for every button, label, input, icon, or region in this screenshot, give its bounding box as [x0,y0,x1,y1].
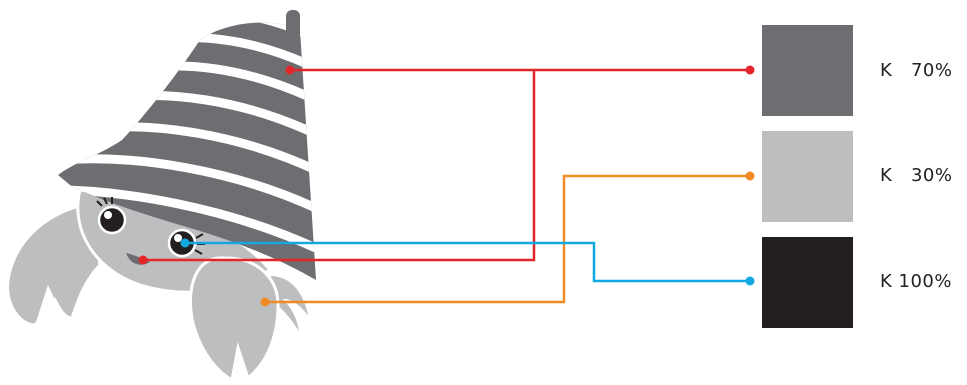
dot-claw-end [746,172,755,181]
shell-knob [286,10,300,40]
swatch-k30 [762,131,853,222]
dot-claw-start [261,298,270,307]
right-claw [190,258,278,380]
swatch-label-k30: K 30% [880,167,952,185]
swatch-label-k70: K 70% [880,62,952,80]
connector-claw-to-k30 [265,176,750,302]
hermit-crab-illustration [8,10,320,380]
swatch-k70 [762,25,853,116]
dot-shell-start [286,66,295,75]
color-swatches [762,25,853,328]
dot-eye-start [181,239,190,248]
dot-shell-end [746,66,755,75]
swatch-k100 [762,237,853,328]
dot-mouth-start [139,256,148,265]
dot-eye-end [746,277,755,286]
swatch-label-k100: K 100% [880,273,952,291]
